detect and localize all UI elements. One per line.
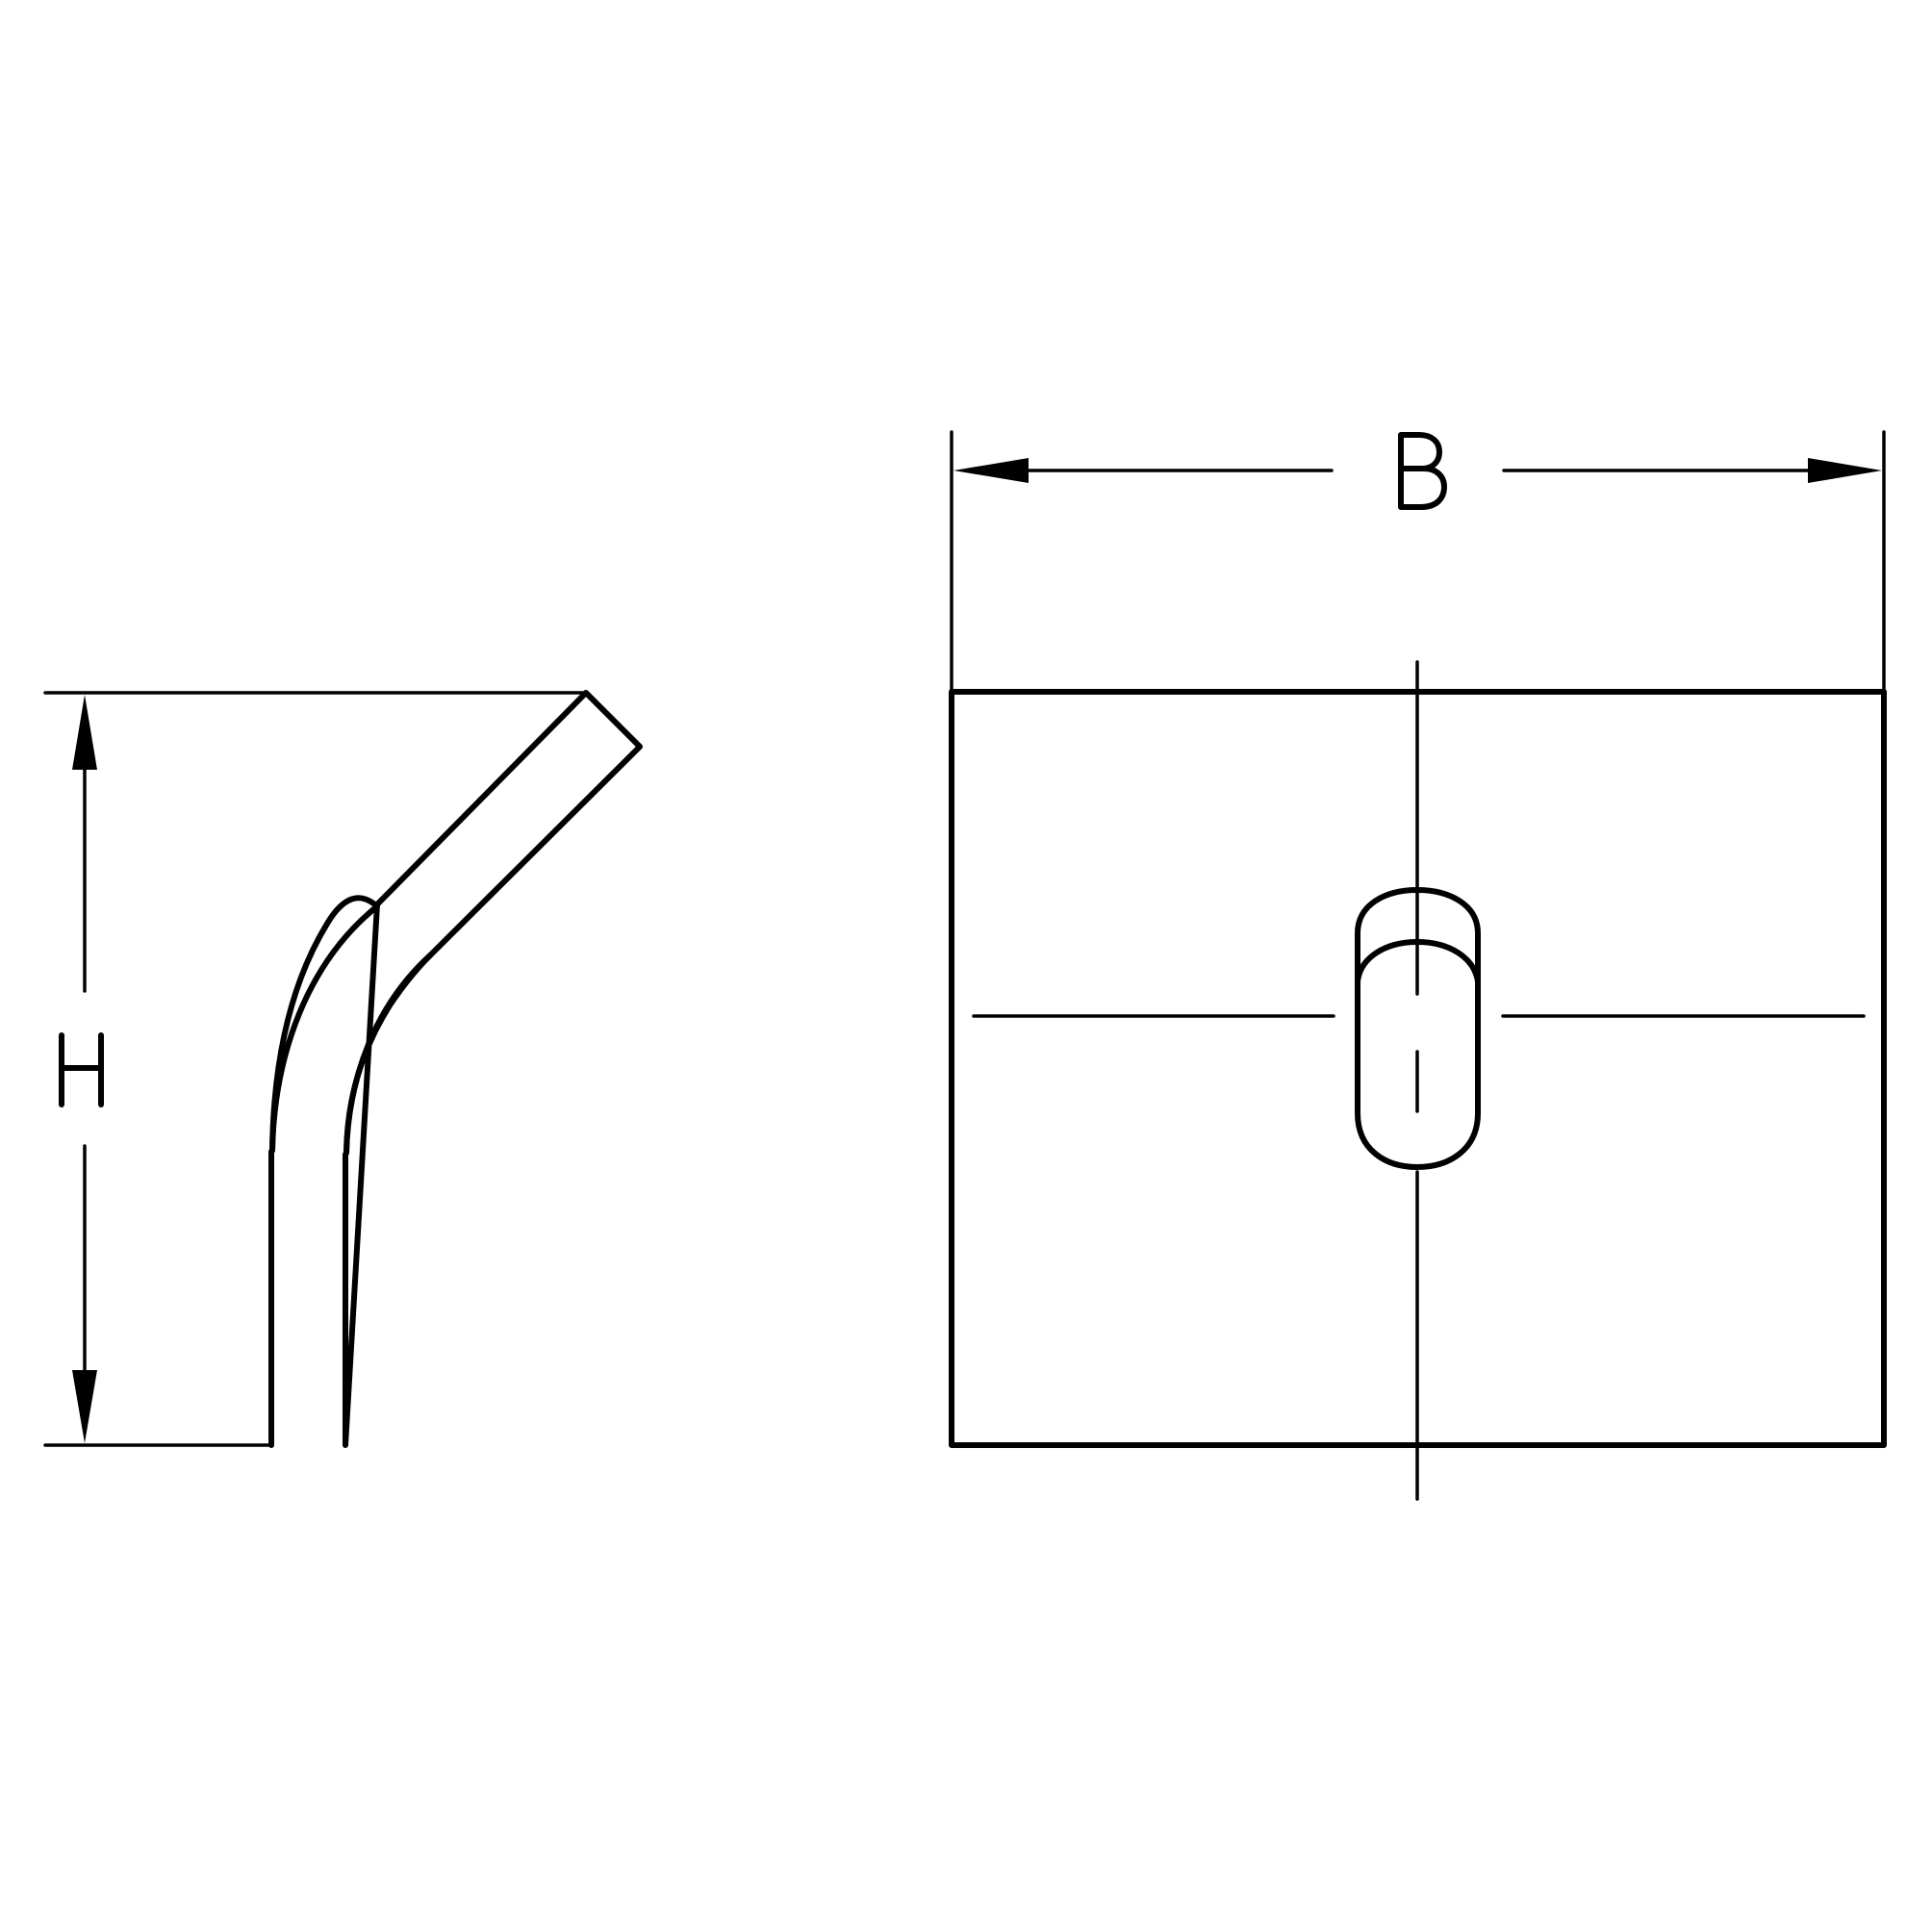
dimension-width: B (950, 430, 1886, 694)
side-view (268, 690, 643, 1448)
dimension-height: H (43, 691, 588, 1447)
dimension-label-h: H (59, 1032, 104, 1107)
slot-outline (1355, 887, 1481, 1170)
bend-outer (269, 903, 380, 1154)
bend-inner (343, 953, 433, 1156)
arrowhead-down (72, 1370, 97, 1443)
bent-profile-outline (268, 690, 643, 1448)
front-view (949, 660, 1887, 1501)
dimension-label-b: B (1398, 432, 1447, 510)
arrowhead-left (953, 458, 1029, 483)
arrowhead-right (1808, 458, 1882, 483)
arrowhead-up (72, 695, 97, 770)
